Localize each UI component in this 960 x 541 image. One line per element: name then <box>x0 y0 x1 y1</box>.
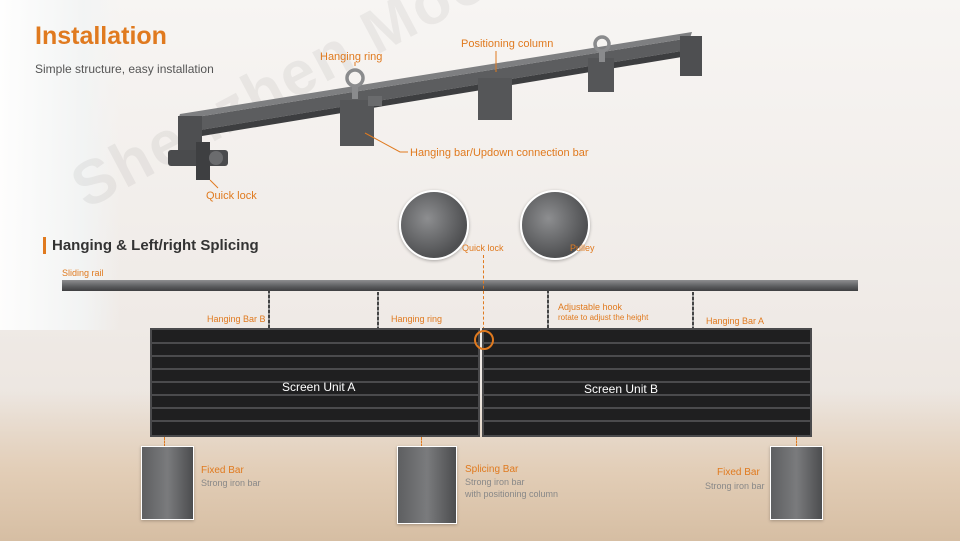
label-hanging-bar-b: Hanging Bar B <box>207 314 266 324</box>
guide-left <box>164 437 165 447</box>
page-title: Installation <box>35 22 167 50</box>
chain-2 <box>377 292 379 328</box>
fixed-bar-right-image <box>770 446 823 520</box>
label-hanging-bar: Hanging bar/Updown connection bar <box>410 147 589 159</box>
hanging-bar-pointer <box>364 132 408 153</box>
guide-center <box>421 437 422 447</box>
guide-right <box>796 437 797 447</box>
label-fixed-bar-left: Fixed Bar <box>201 465 244 476</box>
end-bracket-right <box>680 36 702 76</box>
chain-3 <box>547 290 549 330</box>
section-title: Hanging & Left/right Splicing <box>52 237 259 254</box>
connection-plate-3 <box>588 58 614 92</box>
hanging-bar-beam <box>178 38 700 132</box>
label-splicing-bar: Splicing Bar <box>465 464 519 475</box>
connection-plate-1 <box>340 100 374 146</box>
quick-lock-detail-circle <box>399 190 469 260</box>
label-pulley: Pulley <box>570 243 595 253</box>
screen-unit-b-label: Screen Unit B <box>584 382 659 396</box>
splice-point-marker <box>474 330 494 350</box>
window-light <box>0 0 120 330</box>
section-accent <box>43 237 46 254</box>
label-quick-lock: Quick lock <box>206 190 257 202</box>
hanging-ring-1 <box>345 68 365 88</box>
screen-unit-b <box>482 328 812 437</box>
fixed-bar-left-image <box>141 446 194 520</box>
pulley-detail-circle <box>520 190 590 260</box>
note-splicing-bar-1: Strong iron bar <box>465 477 525 487</box>
label-hanging-ring-2: Hanging ring <box>391 314 443 324</box>
label-positioning-column: Positioning column <box>461 38 554 50</box>
chain-4 <box>692 292 694 328</box>
note-fixed-bar-left: Strong iron bar <box>201 478 261 488</box>
screen-unit-a-label: Screen Unit A <box>282 380 356 394</box>
note-splicing-bar-2: with positioning column <box>465 489 559 499</box>
label-adjustable-hook: Adjustable hook <box>558 302 623 312</box>
sliding-rail <box>62 280 858 291</box>
note-fixed-bar-right: Strong iron bar <box>705 481 765 491</box>
screen-unit-a <box>150 328 480 437</box>
chain-1 <box>268 290 270 330</box>
label-fixed-bar-right: Fixed Bar <box>717 467 760 478</box>
label-hanging-bar-a: Hanging Bar A <box>706 316 765 326</box>
label-adjustable-hook-note: rotate to adjust the height <box>558 313 649 322</box>
label-hanging-ring: Hanging ring <box>320 51 383 63</box>
center-guide-line <box>483 255 484 335</box>
label-quick-lock-detail: Quick lock <box>462 243 504 253</box>
splicing-bar-image <box>397 446 457 524</box>
page-subtitle: Simple structure, easy installation <box>35 62 214 76</box>
label-sliding-rail: Sliding rail <box>62 268 104 278</box>
connection-plate-2 <box>478 78 512 120</box>
